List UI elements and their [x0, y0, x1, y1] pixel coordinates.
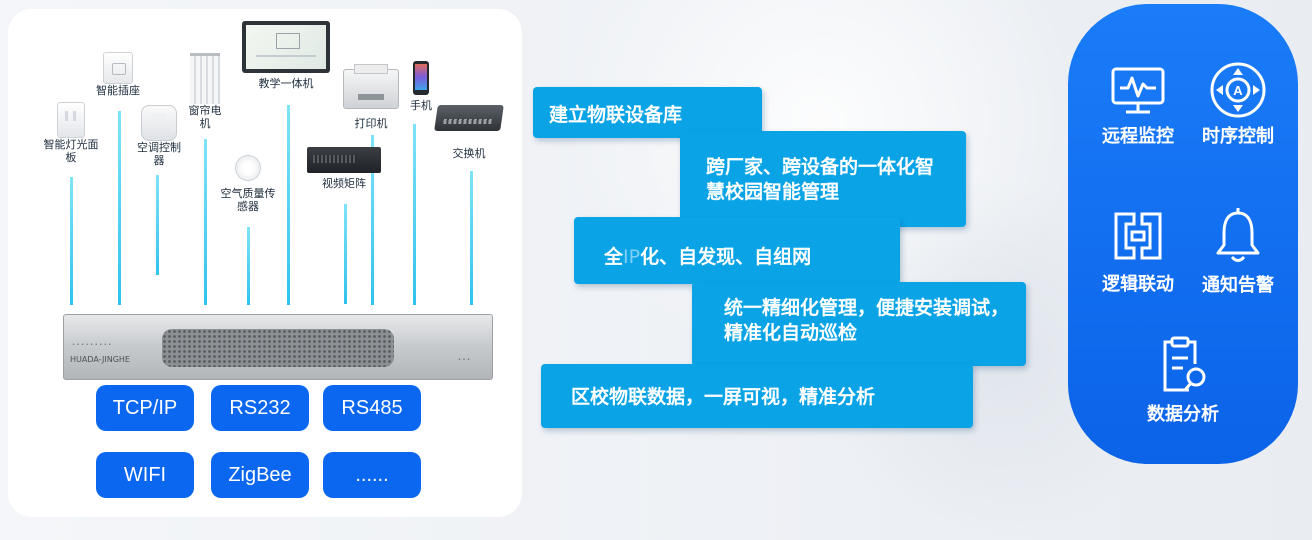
device-label: 空气质量传 — [220, 187, 276, 200]
feature-text: 全IP化、自发现、自组网 — [604, 246, 812, 268]
device-label: 智能灯光面 — [43, 138, 99, 151]
sequence-control-icon: A — [1210, 62, 1266, 118]
capability-label: 时序控制 — [1202, 126, 1274, 147]
iot-gateway: • • • • • • • • • HUADA-JINGHE • • • — [63, 314, 493, 380]
protocol-more: ...... — [323, 452, 421, 498]
gateway-brand: HUADA-JINGHE — [70, 355, 130, 364]
device-network-switch: 交换机 — [432, 105, 506, 160]
monitor-pulse-icon — [1111, 67, 1165, 114]
device-video-matrix: 视频矩阵 — [304, 147, 384, 190]
switch-icon — [434, 105, 504, 131]
svg-text:A: A — [1233, 83, 1243, 98]
rack-device-icon — [307, 147, 381, 173]
connection-line — [371, 135, 374, 305]
capability-label: 数据分析 — [1147, 404, 1219, 425]
device-label: 教学一体机 — [258, 77, 314, 90]
device-label: 打印机 — [354, 117, 388, 130]
data-analysis-icon — [1163, 336, 1206, 392]
connection-line — [156, 175, 159, 275]
protocol-tcpip: TCP/IP — [96, 385, 194, 431]
device-label: 交换机 — [452, 147, 486, 160]
device-printer: 打印机 — [338, 64, 404, 130]
capability-label: 通知告警 — [1202, 275, 1274, 296]
device-label: 手机 — [410, 99, 432, 112]
device-label: 空调控制 — [137, 141, 181, 154]
capability-alert: 通知告警 — [1190, 207, 1286, 297]
device-label: 板 — [65, 151, 77, 164]
device-label: 智能插座 — [96, 84, 140, 97]
logic-link-icon — [1114, 212, 1162, 260]
connection-line — [204, 139, 207, 305]
feature-box-unified-management: 跨厂家、跨设备的一体化智慧校园智能管理 — [680, 131, 966, 227]
feature-box-device-library: 建立物联设备库 — [533, 87, 762, 138]
device-label: 器 — [153, 154, 165, 167]
interactive-display-icon — [242, 21, 330, 73]
capability-data-analysis: 数据分析 — [1135, 336, 1231, 426]
feature-box-all-ip: 全IP化、自发现、自组网 — [574, 217, 900, 284]
connection-line — [344, 204, 347, 304]
protocol-wifi: WIFI — [96, 452, 194, 498]
connection-line — [118, 111, 121, 305]
device-teaching-all-in-one: 教学一体机 — [240, 21, 332, 90]
device-ac-controller: 空调控制 器 — [126, 105, 192, 167]
capability-label: 逻辑联动 — [1102, 274, 1174, 295]
device-smart-socket: 智能插座 — [88, 52, 148, 97]
device-label: 机 — [199, 117, 211, 130]
connection-line — [470, 171, 473, 305]
device-label: 视频矩阵 — [322, 177, 366, 190]
bell-icon — [1216, 208, 1260, 262]
printer-icon — [343, 64, 399, 109]
feature-text: 区校物联数据，一屏可视，精准分析 — [571, 386, 876, 408]
sensor-icon — [235, 155, 261, 181]
feature-box-data-visual: 区校物联数据，一屏可视，精准分析 — [541, 364, 973, 428]
capabilities-panel: 远程监控 A 时序控制 逻辑联动 通知告警 — [1068, 4, 1298, 464]
capability-sequence-control: A 时序控制 — [1190, 60, 1286, 148]
feature-text: 统一精细化管理，便捷安装调试， 精准化自动巡检 — [724, 297, 1010, 344]
feature-box-fine-management: 统一精细化管理，便捷安装调试， 精准化自动巡检 — [692, 282, 1026, 366]
device-mobile-phone: 手机 — [404, 61, 438, 112]
device-label: 感器 — [237, 200, 259, 213]
connection-line — [287, 105, 290, 305]
protocol-zigbee: ZigBee — [211, 452, 309, 498]
connection-line — [247, 227, 250, 305]
phone-icon — [413, 61, 429, 95]
feature-text: 建立物联设备库 — [549, 104, 683, 126]
capability-label: 远程监控 — [1102, 126, 1174, 147]
gateway-grill — [162, 329, 394, 367]
device-air-quality-sensor: 空气质量传 感器 — [213, 155, 283, 213]
protocol-rs485: RS485 — [323, 385, 421, 431]
protocol-rs232: RS232 — [211, 385, 309, 431]
curtain-icon — [190, 53, 220, 104]
gateway-small-print-right: • • • — [457, 357, 470, 363]
capability-remote-monitor: 远程监控 — [1090, 66, 1186, 148]
device-topology-panel: 智能灯光面 板 智能插座 空调控制 器 窗帘电 机 空气质量传 感器 教学一体机 — [8, 9, 522, 517]
connection-line — [70, 177, 73, 305]
light-panel-icon — [57, 102, 85, 138]
connection-line — [413, 124, 416, 305]
device-smart-light-panel: 智能灯光面 板 — [36, 102, 106, 164]
feature-text: 跨厂家、跨设备的一体化智慧校园智能管理 — [706, 156, 935, 203]
ac-controller-icon — [141, 105, 177, 141]
device-label: 窗帘电 — [188, 104, 222, 117]
capability-logic-link: 逻辑联动 — [1090, 210, 1186, 296]
gateway-small-print: • • • • • • • • • — [72, 342, 112, 348]
device-curtain-motor: 窗帘电 机 — [178, 53, 232, 130]
socket-icon — [103, 52, 133, 84]
